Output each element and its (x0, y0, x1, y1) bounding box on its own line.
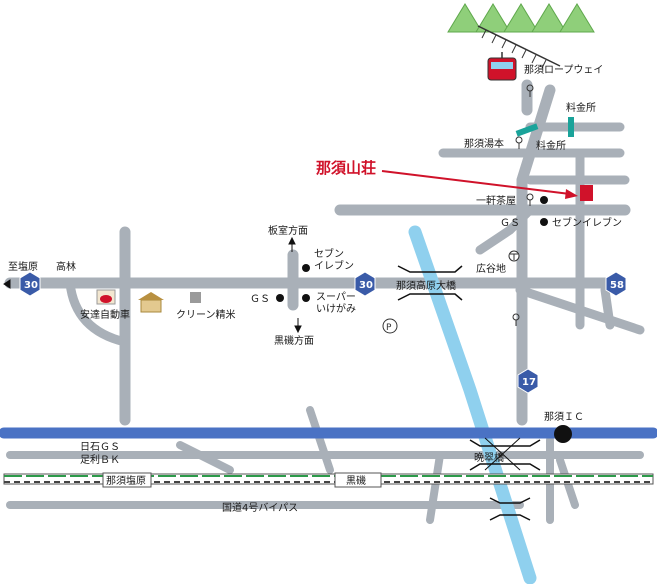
nasukogen-bridge-label: 那須高原大橋 (396, 279, 456, 292)
ropeway-cable (477, 25, 561, 69)
nasu-ic-label: 那須ＩＣ (544, 411, 584, 423)
destination-title: 那須山荘 (316, 159, 376, 177)
tollgate-label: 料金所 (536, 139, 566, 152)
gs-label: ＧＳ (500, 218, 520, 229)
route-shield-30-left: 30 (19, 271, 41, 297)
bypass-label: 国道4号バイパス (222, 501, 298, 514)
route-shield-58: 58 (605, 271, 627, 297)
tollgate-label: 料金所 (566, 101, 596, 114)
interchange-marker (554, 425, 572, 443)
shiobara-label: 至塩原 (8, 260, 38, 273)
poi-dot (276, 294, 284, 302)
ashikaga-bk-label: 足利ＢＫ (80, 454, 120, 466)
mountain-icon (447, 3, 595, 33)
tollgate-icon (568, 117, 574, 137)
svg-text:P: P (386, 323, 392, 333)
tollgate-icon (515, 123, 539, 137)
koukokuchi-label: 広谷地 (476, 262, 506, 275)
bridge-x-icon (484, 437, 521, 471)
seven-eleven-mid-label: セブンイレブン (314, 247, 354, 272)
gondola-icon (487, 52, 517, 81)
seven-eleven-label: セブンイレブン (552, 216, 622, 229)
super-label: スーパーいけがみ (316, 291, 356, 315)
poi-dot (302, 294, 310, 302)
label-line: イレブン (314, 259, 354, 272)
label-line: セブン (314, 247, 344, 260)
rice-mill-icon (190, 292, 201, 303)
yumoto-label: 那須湯本 (464, 137, 504, 150)
kuroiso-station-label: 黒磯 (346, 474, 366, 487)
railway (3, 473, 654, 485)
anzen-label: 安達自動車 (80, 308, 130, 321)
destination-marker[interactable] (580, 185, 593, 201)
car-icon (96, 289, 116, 305)
bus-stop-icon (512, 84, 534, 326)
bridge-icon (397, 265, 541, 521)
nikko-gs-label: 日石ＧＳ (80, 442, 120, 453)
nasushiobara-station-label: 那須塩原 (106, 474, 146, 487)
itamuro-label: 板室方面 (268, 224, 308, 237)
poi-dot (540, 196, 548, 204)
direction-arrow-icon (3, 236, 302, 334)
takabayashi-label: 高林 (56, 260, 76, 273)
post-office-icon (508, 250, 520, 262)
kuroiso-direction-label: 黒磯方面 (274, 334, 314, 347)
label-line: スーパー (316, 291, 356, 303)
parking-icon: P (382, 318, 398, 334)
poi-dot (540, 218, 548, 226)
destination-arrow-icon (565, 189, 578, 199)
station-box (334, 472, 382, 488)
svg-text:58: 58 (610, 280, 624, 291)
svg-text:30: 30 (24, 280, 38, 291)
station-box (102, 472, 152, 488)
route-shield-17: 17 (517, 368, 539, 394)
route-shield-30-mid: 30 (354, 271, 376, 297)
gs-mid-label: ＧＳ (250, 294, 270, 305)
bansui-bridge-label: 晩翠橋 (474, 451, 504, 464)
svg-text:30: 30 (359, 280, 373, 291)
label-line: いけがみ (316, 302, 356, 315)
poi-dot (302, 264, 310, 272)
clean-rice-label: クリーン精米 (176, 308, 236, 321)
destination-arrow-line (381, 170, 571, 195)
roads (4, 79, 645, 524)
ikken-label: 一軒茶屋 (476, 194, 516, 207)
ropeway-label: 那須ロープウェイ (524, 64, 603, 76)
shrine-icon (138, 292, 164, 313)
svg-text:17: 17 (522, 377, 536, 388)
